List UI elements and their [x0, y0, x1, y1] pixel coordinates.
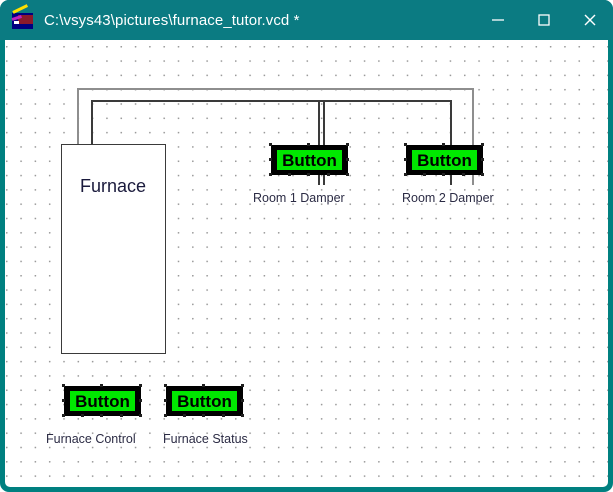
- selection-handle[interactable]: [241, 414, 244, 417]
- selection-handle[interactable]: [404, 158, 407, 161]
- selection-handle[interactable]: [202, 414, 205, 417]
- widget-room1-damper-caption: Room 1 Damper: [253, 191, 345, 205]
- selection-handle[interactable]: [202, 384, 205, 387]
- widget-room1-damper-face: Button: [277, 150, 342, 170]
- minimize-button[interactable]: [475, 0, 521, 40]
- widget-furnace-control[interactable]: Button: [64, 386, 141, 416]
- selection-handle[interactable]: [307, 143, 310, 146]
- selection-handle[interactable]: [62, 399, 65, 402]
- block-furnace[interactable]: [61, 144, 166, 354]
- selection-handle[interactable]: [164, 399, 167, 402]
- wire-furnace-to-room1-top: [91, 100, 325, 102]
- selection-handle[interactable]: [81, 414, 84, 417]
- title-bar[interactable]: C:\vsys43\pictures\furnace_tutor.vcd *: [0, 0, 613, 40]
- drawing-canvas[interactable]: Furnace Button Room 1 Damper Button: [5, 40, 608, 487]
- widget-furnace-control-face: Button: [70, 391, 135, 411]
- selection-handle[interactable]: [139, 414, 142, 417]
- wire-furnace-to-room2-left-riser: [77, 88, 79, 193]
- selection-handle[interactable]: [183, 414, 186, 417]
- selection-handle[interactable]: [423, 173, 426, 176]
- widget-room2-damper[interactable]: Button: [406, 145, 483, 175]
- selection-handle[interactable]: [222, 414, 225, 417]
- selection-handle[interactable]: [164, 384, 167, 387]
- selection-handle[interactable]: [327, 173, 330, 176]
- selection-handle[interactable]: [100, 414, 103, 417]
- selection-handle[interactable]: [288, 173, 291, 176]
- selection-handle[interactable]: [481, 143, 484, 146]
- selection-handle[interactable]: [442, 173, 445, 176]
- selection-handle[interactable]: [269, 143, 272, 146]
- selection-handle[interactable]: [241, 399, 244, 402]
- maximize-icon: [538, 14, 550, 26]
- widget-room1-damper-button-label: Button: [282, 150, 337, 170]
- widget-furnace-control-caption: Furnace Control: [46, 432, 136, 446]
- widget-furnace-status[interactable]: Button: [166, 386, 243, 416]
- selection-handle[interactable]: [462, 173, 465, 176]
- selection-handle[interactable]: [481, 173, 484, 176]
- selection-handle[interactable]: [139, 399, 142, 402]
- selection-handle[interactable]: [62, 384, 65, 387]
- widget-furnace-status-caption: Furnace Status: [163, 432, 248, 446]
- close-button[interactable]: [567, 0, 613, 40]
- selection-handle[interactable]: [346, 143, 349, 146]
- maximize-button[interactable]: [521, 0, 567, 40]
- selection-handle[interactable]: [404, 173, 407, 176]
- selection-handle[interactable]: [307, 173, 310, 176]
- selection-handle[interactable]: [481, 158, 484, 161]
- wire-furnace-to-room1-right-drop: [323, 100, 325, 185]
- wire-furnace-to-room2-right-drop: [472, 88, 474, 185]
- window-title: C:\vsys43\pictures\furnace_tutor.vcd *: [44, 11, 300, 29]
- selection-handle[interactable]: [164, 414, 167, 417]
- widget-furnace-status-button-label: Button: [177, 391, 232, 411]
- selection-handle[interactable]: [404, 143, 407, 146]
- block-furnace-label: Furnace: [80, 176, 147, 196]
- selection-handle[interactable]: [442, 143, 445, 146]
- widget-room2-damper-caption: Room 2 Damper: [402, 191, 494, 205]
- widget-furnace-status-face: Button: [172, 391, 237, 411]
- selection-handle[interactable]: [120, 414, 123, 417]
- close-icon: [584, 14, 596, 26]
- wire-room2-right-drop: [450, 100, 452, 185]
- widget-furnace-control-button-label: Button: [75, 391, 130, 411]
- wire-furnace-to-room2-top: [77, 88, 474, 90]
- selection-handle[interactable]: [100, 384, 103, 387]
- selection-handle[interactable]: [269, 158, 272, 161]
- widget-room2-damper-face: Button: [412, 150, 477, 170]
- minimize-icon: [492, 19, 504, 21]
- widget-room2-damper-button-label: Button: [417, 150, 472, 170]
- wire-room2-top: [318, 100, 451, 102]
- selection-handle[interactable]: [62, 414, 65, 417]
- selection-handle[interactable]: [269, 173, 272, 176]
- selection-handle[interactable]: [241, 384, 244, 387]
- selection-handle[interactable]: [346, 173, 349, 176]
- widget-room1-damper[interactable]: Button: [271, 145, 348, 175]
- selection-handle[interactable]: [139, 384, 142, 387]
- selection-handle[interactable]: [346, 158, 349, 161]
- paint-canvas-icon: [11, 4, 34, 30]
- wire-room2-left-riser: [318, 100, 320, 185]
